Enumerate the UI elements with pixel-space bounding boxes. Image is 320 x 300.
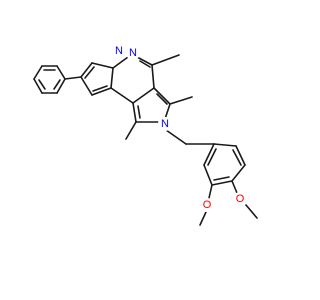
atom-n-pyridazine: N bbox=[126, 46, 140, 60]
n-label-substituted: N bbox=[161, 118, 169, 130]
pyridazine-ring bbox=[110, 56, 155, 104]
ethyl-linker bbox=[165, 129, 215, 145]
o-label-upper: O bbox=[236, 193, 245, 205]
atom-n-pyrrole-bridge: N bbox=[112, 44, 126, 58]
methoxy-groups bbox=[199, 180, 258, 226]
methyl-groups bbox=[125, 54, 193, 140]
atom-o-methoxy-lower: O bbox=[200, 198, 214, 212]
dimethoxyphenyl-ring bbox=[203, 143, 246, 186]
n-label-bridge: N bbox=[115, 45, 123, 57]
fused-pyrrole-ring bbox=[80, 62, 114, 96]
o-label-lower: O bbox=[203, 199, 212, 211]
atom-o-methoxy-upper: O bbox=[233, 192, 247, 206]
chemical-structure-diagram: N N N O O bbox=[33, 44, 258, 226]
atom-n-pyrrole-substituted: N bbox=[158, 117, 172, 131]
phenyl-ring bbox=[33, 65, 66, 94]
substituted-pyrrole-ring bbox=[132, 87, 171, 123]
phenyl-to-pyrrole-bond bbox=[64, 76, 82, 80]
n-label-pyridazine: N bbox=[129, 47, 137, 59]
